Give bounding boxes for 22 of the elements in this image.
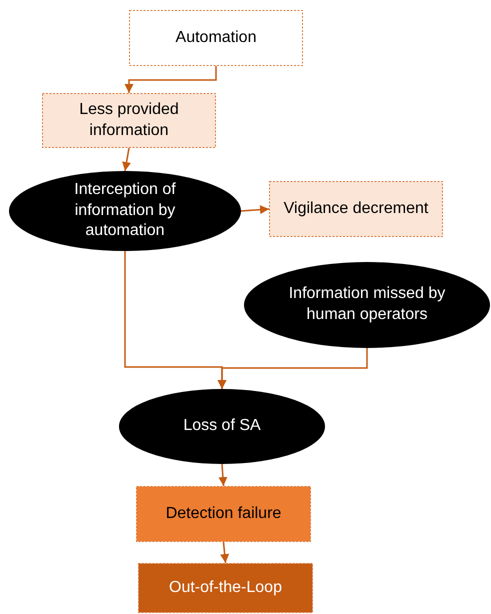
node-label: Information missed by human operators (288, 284, 446, 325)
process-box (136, 486, 311, 542)
process-box (129, 10, 303, 66)
process-box (42, 93, 216, 148)
process-ellipse (119, 389, 325, 464)
node-label: Loss of SA (183, 416, 261, 436)
process-ellipse (9, 171, 241, 251)
process-ellipse (244, 262, 490, 348)
arrow (122, 148, 131, 172)
arrow (220, 542, 230, 564)
arrow (124, 66, 217, 93)
node-label: Vigilance decrement (284, 198, 428, 219)
arrow (240, 205, 270, 214)
node-label: Interception of information by automation (73, 180, 177, 242)
node-label: Out-of-the-Loop (169, 578, 282, 598)
arrow (218, 464, 228, 486)
node-label: Automation (176, 28, 256, 48)
arrow (218, 348, 368, 389)
node-label: Less provided information (78, 100, 180, 140)
process-box (138, 563, 313, 613)
process-box (269, 181, 443, 237)
node-label: Detection failure (166, 504, 282, 524)
